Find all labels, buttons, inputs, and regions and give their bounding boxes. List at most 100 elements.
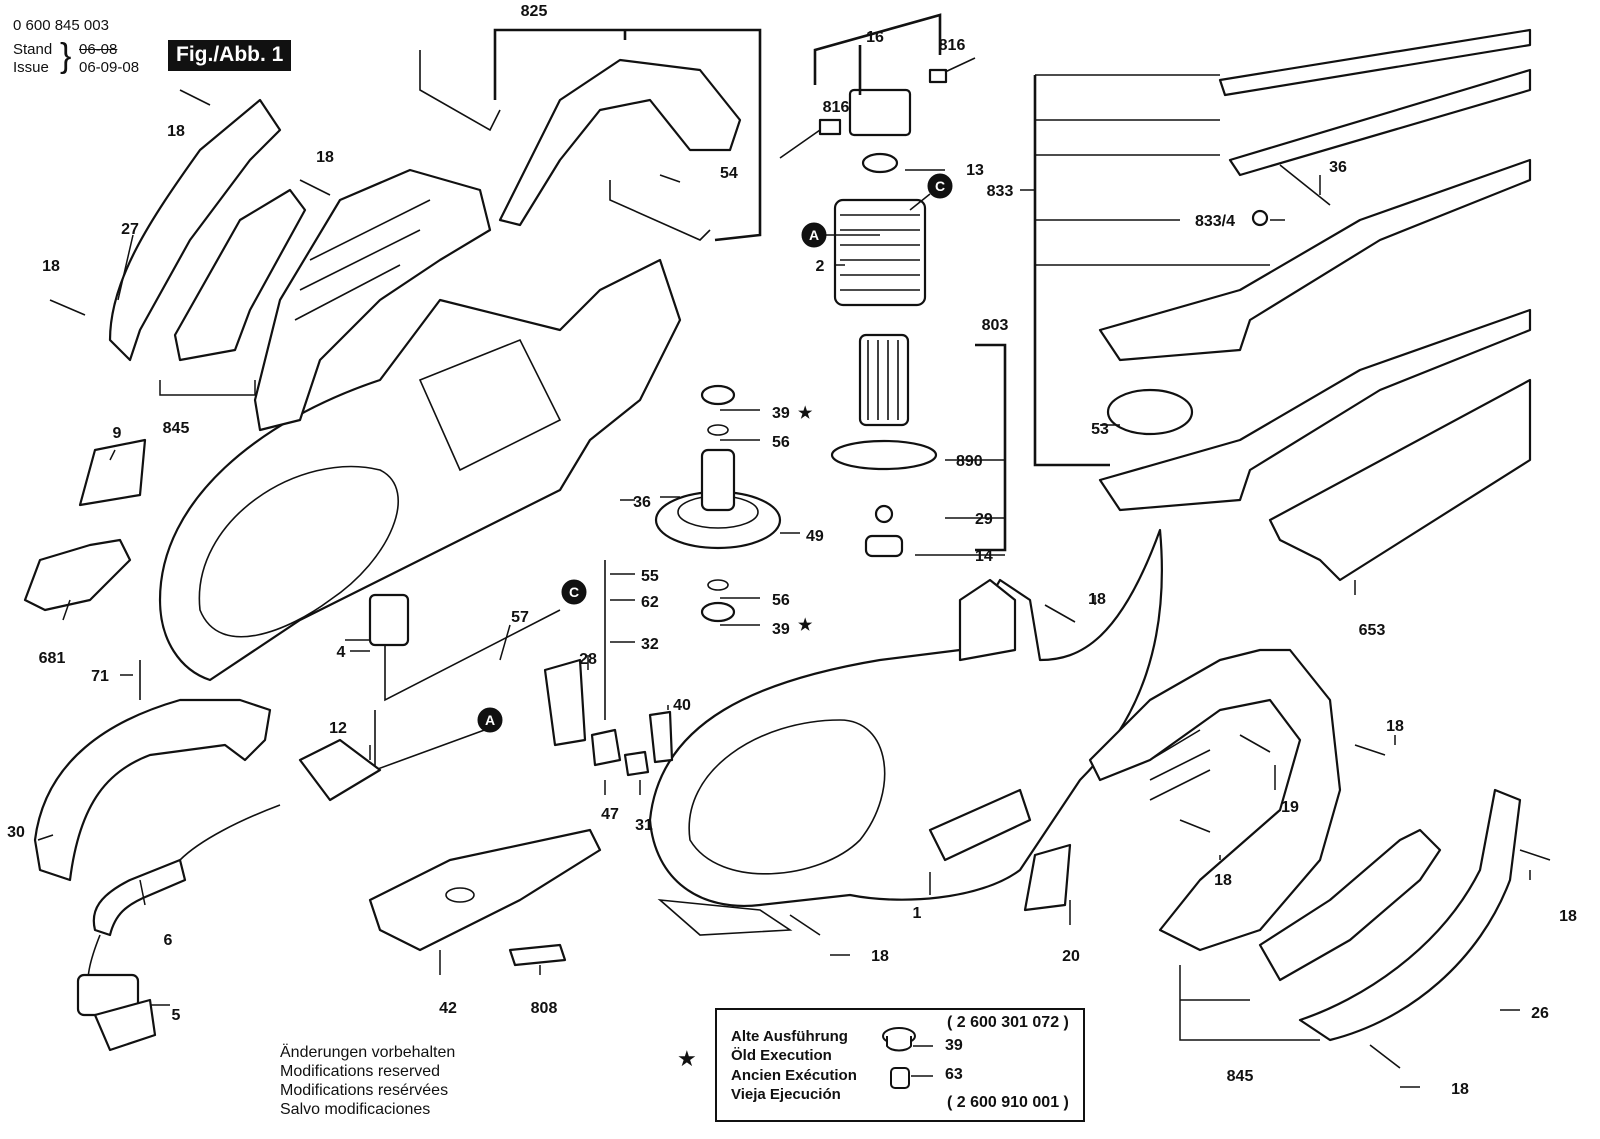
callout-label: 845 — [163, 420, 190, 437]
callout-label: 18 — [1386, 718, 1404, 735]
callout-label: 808 — [531, 1000, 558, 1017]
callout-label: 2 — [816, 258, 825, 275]
brace-symbol: } — [60, 37, 72, 75]
armature-890 — [830, 333, 938, 558]
base-plate-42 — [368, 828, 602, 952]
callout-label: 57 — [511, 609, 529, 626]
housing-shell-1 — [648, 528, 1163, 936]
marker-a-top: A — [801, 222, 880, 248]
callout-label: 9 — [113, 425, 122, 442]
handle-cover-assembly-left — [108, 98, 492, 432]
bracket-28 — [543, 658, 587, 747]
cord-and-plug — [76, 804, 281, 1052]
callout-label: 42 — [439, 1000, 457, 1017]
legend-part-number: ( 2 600 301 072 ) — [947, 1014, 1069, 1031]
marker-a-text: A — [809, 227, 819, 243]
callout-label: 62 — [641, 594, 659, 611]
gear-49 — [654, 384, 782, 623]
marker-c-text: C — [569, 584, 579, 600]
callout-label: 890 — [956, 453, 983, 470]
issue-date: 06-09-08 — [79, 59, 140, 76]
callout-label: 833/4 — [1195, 213, 1235, 230]
callout-label: 32 — [641, 636, 659, 653]
callout-label: 39 — [772, 405, 790, 422]
callout-label: 39 — [772, 621, 790, 638]
switch-and-wiring — [298, 593, 561, 802]
legend-part-icons — [882, 1027, 933, 1089]
rear-handle-845 — [1088, 648, 1522, 1042]
cam-47 — [590, 728, 622, 767]
note-line: Salvo modificaciones — [280, 1101, 431, 1118]
pin-31 — [623, 750, 650, 777]
callout-label: 18 — [1451, 1081, 1469, 1098]
callout-label: 36 — [1329, 159, 1347, 176]
callout-label: 5 — [172, 1007, 181, 1024]
legend-key: 39 — [945, 1037, 963, 1054]
callout-label: 56 — [772, 434, 790, 451]
callout-label: 816 — [823, 99, 850, 116]
leader-lines — [37, 13, 1531, 1088]
bow-handle-825 — [419, 50, 742, 241]
screws-18 — [49, 89, 1551, 1069]
lock-681 — [23, 538, 132, 612]
callout-labels: 825 16 816 816 13 2 803 890 29 14 54 18 … — [7, 3, 1577, 1098]
legend-label: Ancien Exécution — [731, 1067, 857, 1084]
stator-2 — [833, 198, 927, 307]
blade-assembly-833 — [1098, 28, 1532, 582]
star-marker: ★ — [798, 617, 813, 634]
label-9 — [78, 438, 147, 507]
callout-label: 49 — [806, 528, 824, 545]
callout-label: 681 — [39, 650, 66, 667]
legend-label: Alte Ausführung — [731, 1028, 848, 1045]
stand-label: Stand — [13, 41, 53, 58]
callout-label: 19 — [1281, 799, 1299, 816]
marker-a-text: A — [485, 712, 495, 728]
callout-label: 13 — [966, 162, 984, 179]
callout-label: 31 — [635, 817, 653, 834]
callout-label: 816 — [939, 37, 966, 54]
label-20 — [1023, 843, 1072, 912]
label-808 — [508, 943, 567, 967]
marker-c-text: C — [935, 178, 945, 194]
callout-label: 833 — [987, 183, 1014, 200]
callout-label: 27 — [121, 221, 139, 238]
callout-label: 18 — [871, 948, 889, 965]
document-number: 0 600 845 003 — [13, 17, 109, 34]
callout-label: 18 — [1559, 908, 1577, 925]
callout-label: 803 — [982, 317, 1009, 334]
housing-shell-upper — [158, 258, 682, 682]
callout-label: 14 — [975, 548, 993, 565]
legend-label: Öld Execution — [731, 1047, 832, 1064]
callout-label: 71 — [91, 668, 109, 685]
callout-label: 4 — [337, 644, 346, 661]
callout-label: 28 — [579, 651, 597, 668]
callout-label: 653 — [1359, 622, 1386, 639]
callout-label: 16 — [866, 29, 884, 46]
brush-holder-16 — [779, 57, 976, 174]
marker-c-bottom: C — [561, 579, 587, 605]
callout-label: 12 — [329, 720, 347, 737]
issue-label: Issue — [13, 59, 49, 76]
callout-label: 1 — [913, 905, 922, 922]
callout-label: 18 — [167, 123, 185, 140]
callout-label: 20 — [1062, 948, 1080, 965]
callout-label: 825 — [521, 3, 548, 20]
callout-label: 55 — [641, 568, 659, 585]
note-line: Änderungen vorbehalten — [280, 1044, 456, 1061]
old-execution-legend: Alte Ausführung Öld Execution Ancien Exé… — [715, 1008, 1085, 1122]
callout-label: 36 — [633, 494, 651, 511]
plate-40 — [648, 710, 674, 764]
modifications-note: Änderungen vorbehalten Modifications res… — [280, 1043, 455, 1119]
callout-label: 29 — [975, 511, 993, 528]
callout-label: 18 — [316, 149, 334, 166]
callout-label: 6 — [164, 932, 173, 949]
callout-label: 54 — [720, 165, 738, 182]
callout-label: 56 — [772, 592, 790, 609]
stand-date-struck: 06-08 — [79, 41, 118, 58]
marker-c-top: C — [909, 173, 953, 211]
legend-label: Vieja Ejecución — [731, 1086, 841, 1103]
callout-label: 40 — [673, 697, 691, 714]
callout-label: 18 — [1088, 591, 1106, 608]
